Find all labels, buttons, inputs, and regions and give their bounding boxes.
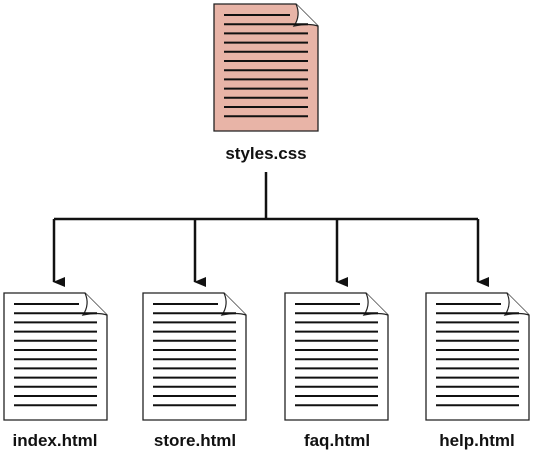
target-document-label: faq.html bbox=[304, 431, 370, 450]
target-document-help: help.html bbox=[425, 292, 530, 450]
source-document-label: styles.css bbox=[225, 144, 306, 163]
document-icon bbox=[284, 292, 389, 421]
source-document: styles.css bbox=[213, 3, 319, 163]
document-icon bbox=[142, 292, 247, 421]
connector-tree bbox=[52, 172, 489, 287]
document-icon bbox=[3, 292, 108, 421]
target-document-index: index.html bbox=[3, 292, 108, 450]
target-document-label: store.html bbox=[154, 431, 236, 450]
target-document-store: store.html bbox=[142, 292, 247, 450]
target-document-faq: faq.html bbox=[284, 292, 389, 450]
document-icon bbox=[425, 292, 530, 421]
target-document-label: help.html bbox=[439, 431, 515, 450]
document-icon bbox=[213, 3, 319, 132]
target-document-label: index.html bbox=[12, 431, 97, 450]
